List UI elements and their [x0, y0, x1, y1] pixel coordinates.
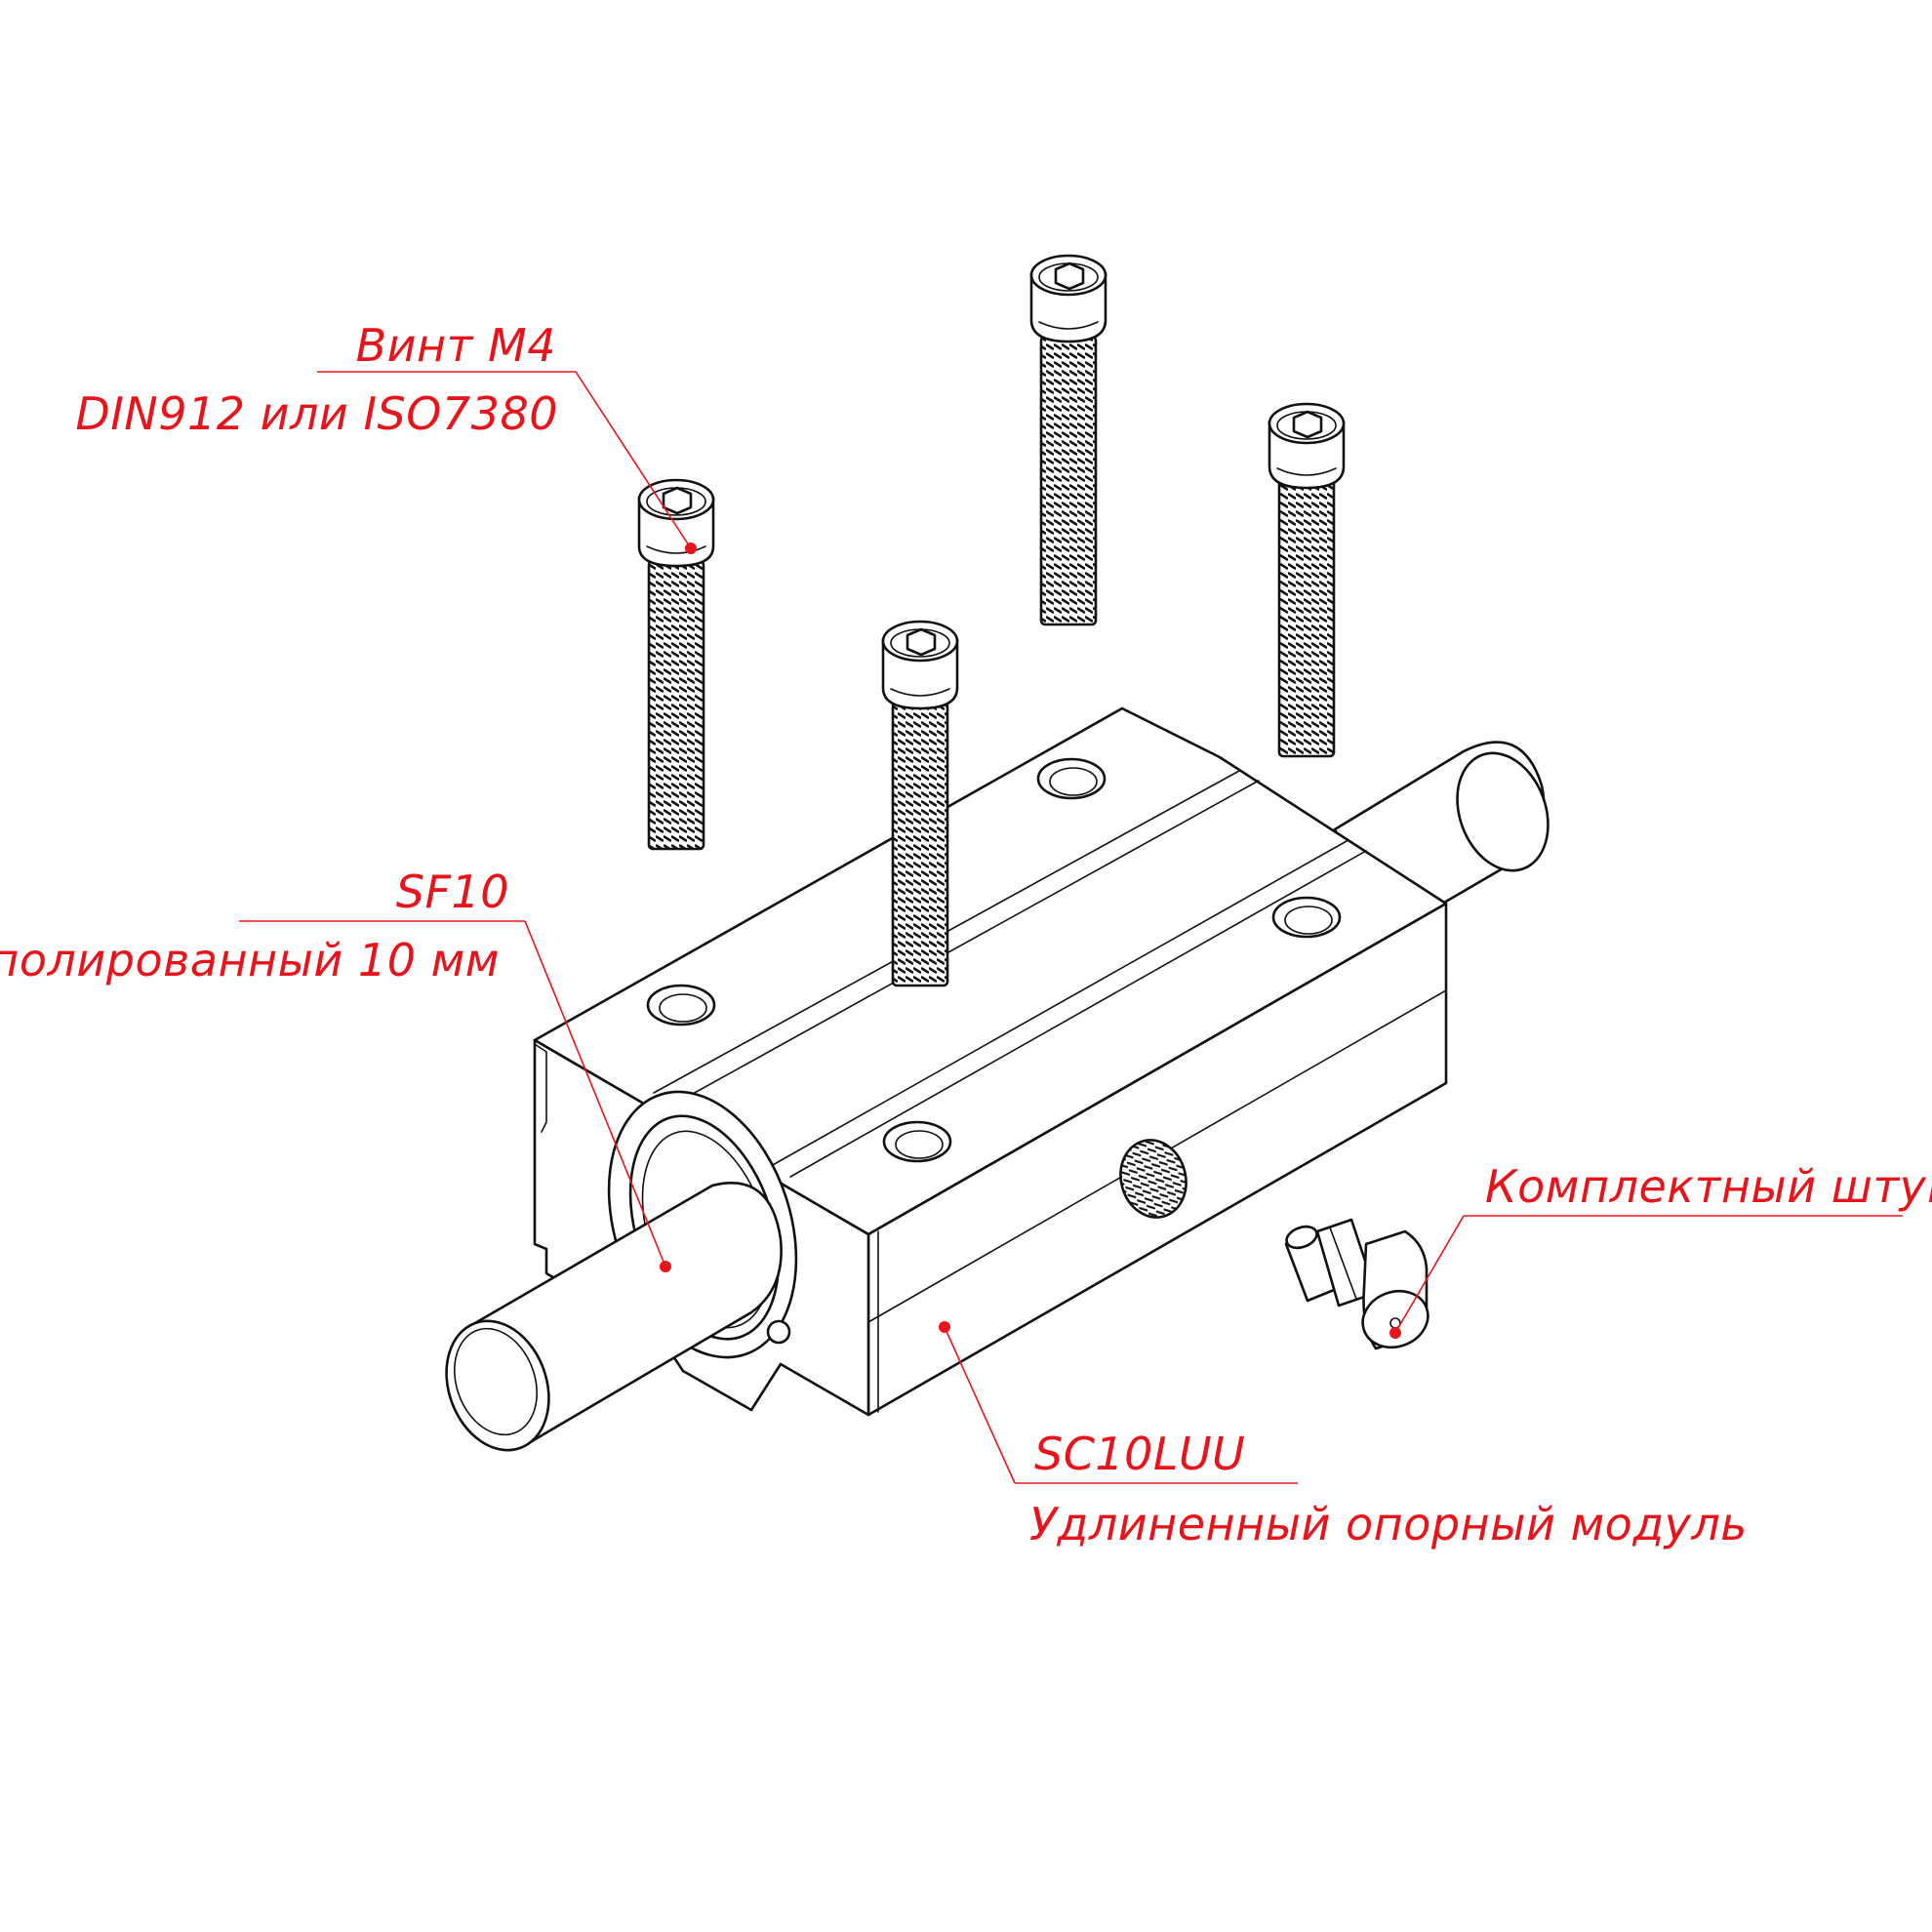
grease-fitting: [1284, 1218, 1429, 1350]
module-annotation: SC10LUU Удлиненный опорный модуль: [939, 1321, 1748, 1550]
fitting-label: Комплектный штуцер: [1485, 1160, 1932, 1213]
screw-front: [881, 620, 959, 987]
shaft-front: [445, 1182, 783, 1452]
shaft-annotation: SF10 Вал полированный 10 мм: [0, 865, 671, 1272]
screw-right: [1268, 402, 1346, 758]
screw-top: [1029, 254, 1107, 626]
bearing-block: [533, 706, 1448, 1417]
module-label-description: Удлиненный опорный модуль: [1029, 1498, 1748, 1550]
shaft-label-description: Вал полированный 10 мм: [0, 934, 500, 986]
screw-annotation: Винт М4 DIN912 или ISO7380: [75, 319, 697, 554]
screw-label-standard: DIN912 или ISO7380: [75, 387, 558, 440]
module-label-code: SC10LUU: [1034, 1428, 1245, 1480]
fitting-annotation: Комплектный штуцер: [1389, 1160, 1932, 1339]
screw-left: [637, 478, 715, 851]
screw-label-name: Винт М4: [356, 319, 556, 372]
shaft-label-code: SF10: [396, 865, 509, 918]
